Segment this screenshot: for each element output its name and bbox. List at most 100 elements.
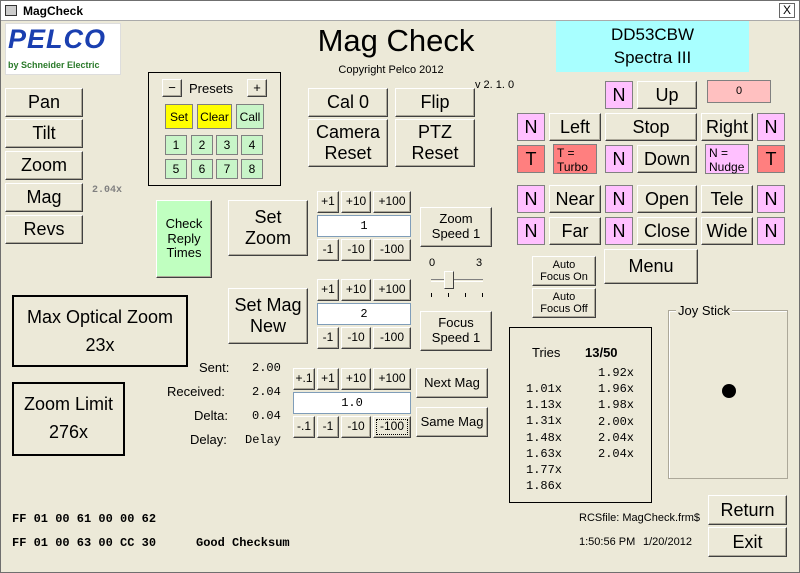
exit-button[interactable]: Exit [708,527,787,557]
pelco-logo: PELCO by Schneider Electric [5,23,121,75]
flip-button[interactable]: Flip [395,88,475,117]
preset-6-button[interactable]: 6 [191,159,213,179]
zoom-plus100-button[interactable]: +100 [373,191,411,213]
same-mag-button[interactable]: Same Mag [416,407,488,437]
tries-col2-entry: 1.96x [598,382,635,397]
zoom-minus1-button[interactable]: -1 [317,239,339,261]
zoom-speed-button[interactable]: Zoom Speed 1 [420,207,492,247]
next-mag-button[interactable]: Next Mag [416,368,488,398]
set-mag-new-button[interactable]: Set Mag New [228,288,308,344]
mag-value-input[interactable]: 2 [317,303,411,325]
mag-plus10-button[interactable]: +10 [341,279,371,301]
nudge-tele-button[interactable]: N [757,185,785,213]
zoom-minus100-button[interactable]: -100 [373,239,411,261]
ptz-reset-button[interactable]: PTZ Reset [395,119,475,167]
tries-col2-entry: 2.04x [598,430,635,445]
menu-button[interactable]: Menu [604,249,698,284]
preset-set-button[interactable]: Set [165,104,193,129]
close-icon[interactable]: X [779,3,795,18]
delta-minus1-button[interactable]: -1 [317,416,339,438]
nudge-left-button[interactable]: N [517,113,545,141]
preset-call-button[interactable]: Call [236,104,264,129]
mag-plus100-button[interactable]: +100 [373,279,411,301]
slider-thumb[interactable] [444,271,454,289]
nudge-wide-button[interactable]: N [757,217,785,245]
left-button[interactable]: Left [549,113,601,141]
preset-1-button[interactable]: 1 [165,135,187,155]
preset-8-button[interactable]: 8 [241,159,263,179]
mag-minus10-button[interactable]: -10 [341,327,371,349]
nudge-close-button[interactable]: N [605,217,633,245]
cal0-button[interactable]: Cal 0 [308,88,388,117]
zoom-value-input[interactable]: 1 [317,215,411,237]
right-button[interactable]: Right [701,113,753,141]
preset-clear-button[interactable]: Clear [197,104,232,129]
zoom-limit-box: Zoom Limit 276x [12,382,125,456]
camera-reset-button[interactable]: Camera Reset [308,119,388,167]
revs-button[interactable]: Revs [5,215,83,244]
nudge-open-button[interactable]: N [605,185,633,213]
joystick-knob[interactable] [722,384,736,398]
max-optical-zoom-box: Max Optical Zoom 23x [12,295,188,367]
zoom-minus10-button[interactable]: -10 [341,239,371,261]
delta-plus100-button[interactable]: +100 [373,368,411,390]
received-label: Received: [167,384,225,399]
preset-5-button[interactable]: 5 [165,159,187,179]
preset-plus-button[interactable]: + [247,79,267,97]
logo-tagline: by Schneider Electric [8,60,100,70]
focus-speed-button[interactable]: Focus Speed 1 [420,311,492,351]
delta-value-input[interactable]: 1.0 [293,392,411,414]
turbo-left-button[interactable]: T [517,145,545,173]
nudge-right-button[interactable]: N [757,113,785,141]
nudge-up-button[interactable]: N [605,81,633,109]
check-reply-times-button[interactable]: Check Reply Times [156,200,212,278]
set-zoom-button[interactable]: Set Zoom [228,200,308,256]
mag-minus100-button[interactable]: -100 [373,327,411,349]
tilt-button[interactable]: Tilt [5,119,83,148]
focus-speed-slider[interactable] [429,271,485,301]
app-icon [5,5,17,16]
zoom-button[interactable]: Zoom [5,151,83,180]
delta-plus1-button[interactable]: +1 [317,368,339,390]
down-button[interactable]: Down [637,145,697,173]
zoom-plus10-button[interactable]: +10 [341,191,371,213]
open-button[interactable]: Open [637,185,697,213]
stop-button[interactable]: Stop [605,113,697,141]
clock-date: 1/20/2012 [643,536,692,548]
page-title: Mag Check [317,23,475,58]
mag-button[interactable]: Mag [5,183,83,212]
delta-plus-tenth-button[interactable]: +.1 [293,368,315,390]
nudge-near-button[interactable]: N [517,185,545,213]
nudge-far-button[interactable]: N [517,217,545,245]
close-button[interactable]: Close [637,217,697,245]
up-button[interactable]: Up [637,81,697,109]
auto-focus-off-button[interactable]: Auto Focus Off [532,288,596,318]
rcs-file: RCSfile: MagCheck.frm$ [579,512,701,524]
delay-label: Delay: [190,432,227,447]
turbo-right-button[interactable]: T [757,145,785,173]
nudge-down-button[interactable]: N [605,145,633,173]
slider-ticks [431,293,485,297]
pan-button[interactable]: Pan [5,88,83,117]
near-button[interactable]: Near [549,185,601,213]
far-button[interactable]: Far [549,217,601,245]
tries-col1-entry: 1.31x [526,414,563,429]
preset-minus-button[interactable]: − [162,79,182,97]
delta-minus-tenth-button[interactable]: -.1 [293,416,315,438]
mag-minus1-button[interactable]: -1 [317,327,339,349]
auto-focus-on-button[interactable]: Auto Focus On [532,256,596,286]
wide-button[interactable]: Wide [701,217,753,245]
preset-7-button[interactable]: 7 [216,159,238,179]
return-button[interactable]: Return [708,495,787,525]
delta-plus10-button[interactable]: +10 [341,368,371,390]
preset-4-button[interactable]: 4 [241,135,263,155]
delta-minus10-button[interactable]: -10 [341,416,371,438]
tele-button[interactable]: Tele [701,185,753,213]
zoom-plus1-button[interactable]: +1 [317,191,339,213]
preset-2-button[interactable]: 2 [191,135,213,155]
delta-minus100-button[interactable]: -100 [373,416,411,438]
preset-3-button[interactable]: 3 [216,135,238,155]
mag-plus1-button[interactable]: +1 [317,279,339,301]
